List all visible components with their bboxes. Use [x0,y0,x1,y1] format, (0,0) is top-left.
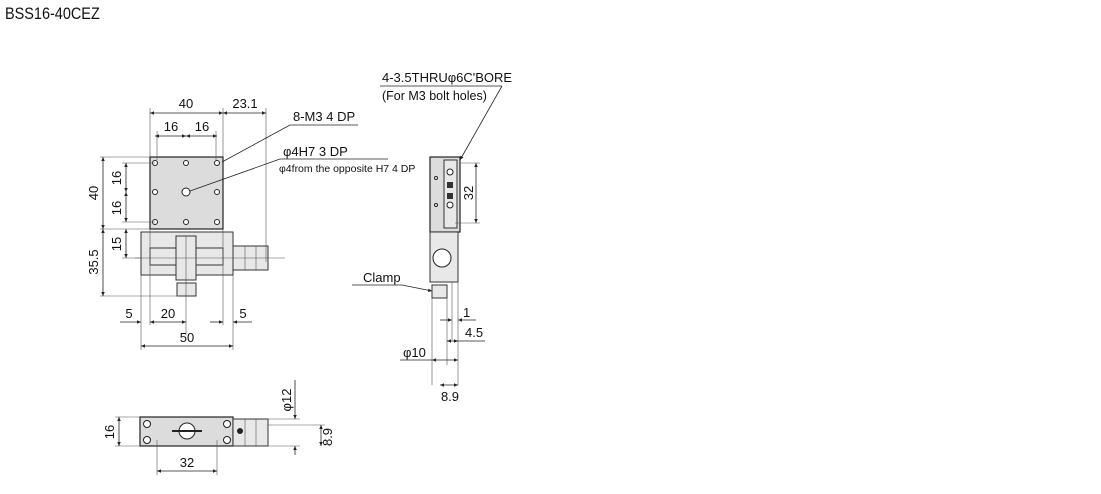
dim-1: 1 [463,305,470,320]
dim-35-5: 35.5 [86,249,101,274]
note-counterbore: 4-3.5THRUφ6C'BORE [382,70,512,85]
dim-8-9-side: 8.9 [441,389,459,404]
side-clamp [431,284,448,299]
dim-4-5: 4.5 [465,325,483,340]
model-title: BSS16-40CEZ [5,4,100,23]
side-view: 4-3.5THRUφ6C'BORE (For M3 bolt holes) 32… [352,70,512,404]
note-tapped-holes: 8-M3 4 DP [293,109,355,124]
dim-50: 50 [180,330,194,345]
note-counterbore-sub: (For M3 bolt holes) [382,89,487,103]
front-view: 40 23.1 16 16 40 16 16 15 35.5 5 [86,96,415,350]
note-pin-hole: φ4H7 3 DP [283,144,348,159]
dim-32-top-view: 32 [180,455,194,470]
dim-15: 15 [109,237,124,251]
note-pin-hole-sub: φ4from the opposite H7 4 DP [279,163,415,175]
plate-holes [152,160,220,225]
clamp-knob [176,282,197,297]
dim-40-top: 40 [179,96,193,111]
dim-16-h1: 16 [164,119,178,134]
dim-23-1: 23.1 [232,96,257,111]
dim-5-right: 5 [239,306,246,321]
dim-8-9-top-view: 8.9 [320,428,335,446]
dim-16-v2: 16 [109,201,124,215]
dim-40-left: 40 [86,186,101,200]
top-view: 16 32 φ12 8.9 [102,380,335,475]
dim-16-top-view: 16 [102,425,117,439]
dim-20: 20 [161,306,175,321]
dim-phi10: φ10 [403,345,426,360]
dim-16-h2: 16 [195,119,209,134]
dim-phi12: φ12 [279,389,294,412]
clamp-label: Clamp [363,270,401,285]
dim-5-left: 5 [125,306,132,321]
dim-16-v1: 16 [109,171,124,185]
dim-32-side: 32 [461,186,476,200]
